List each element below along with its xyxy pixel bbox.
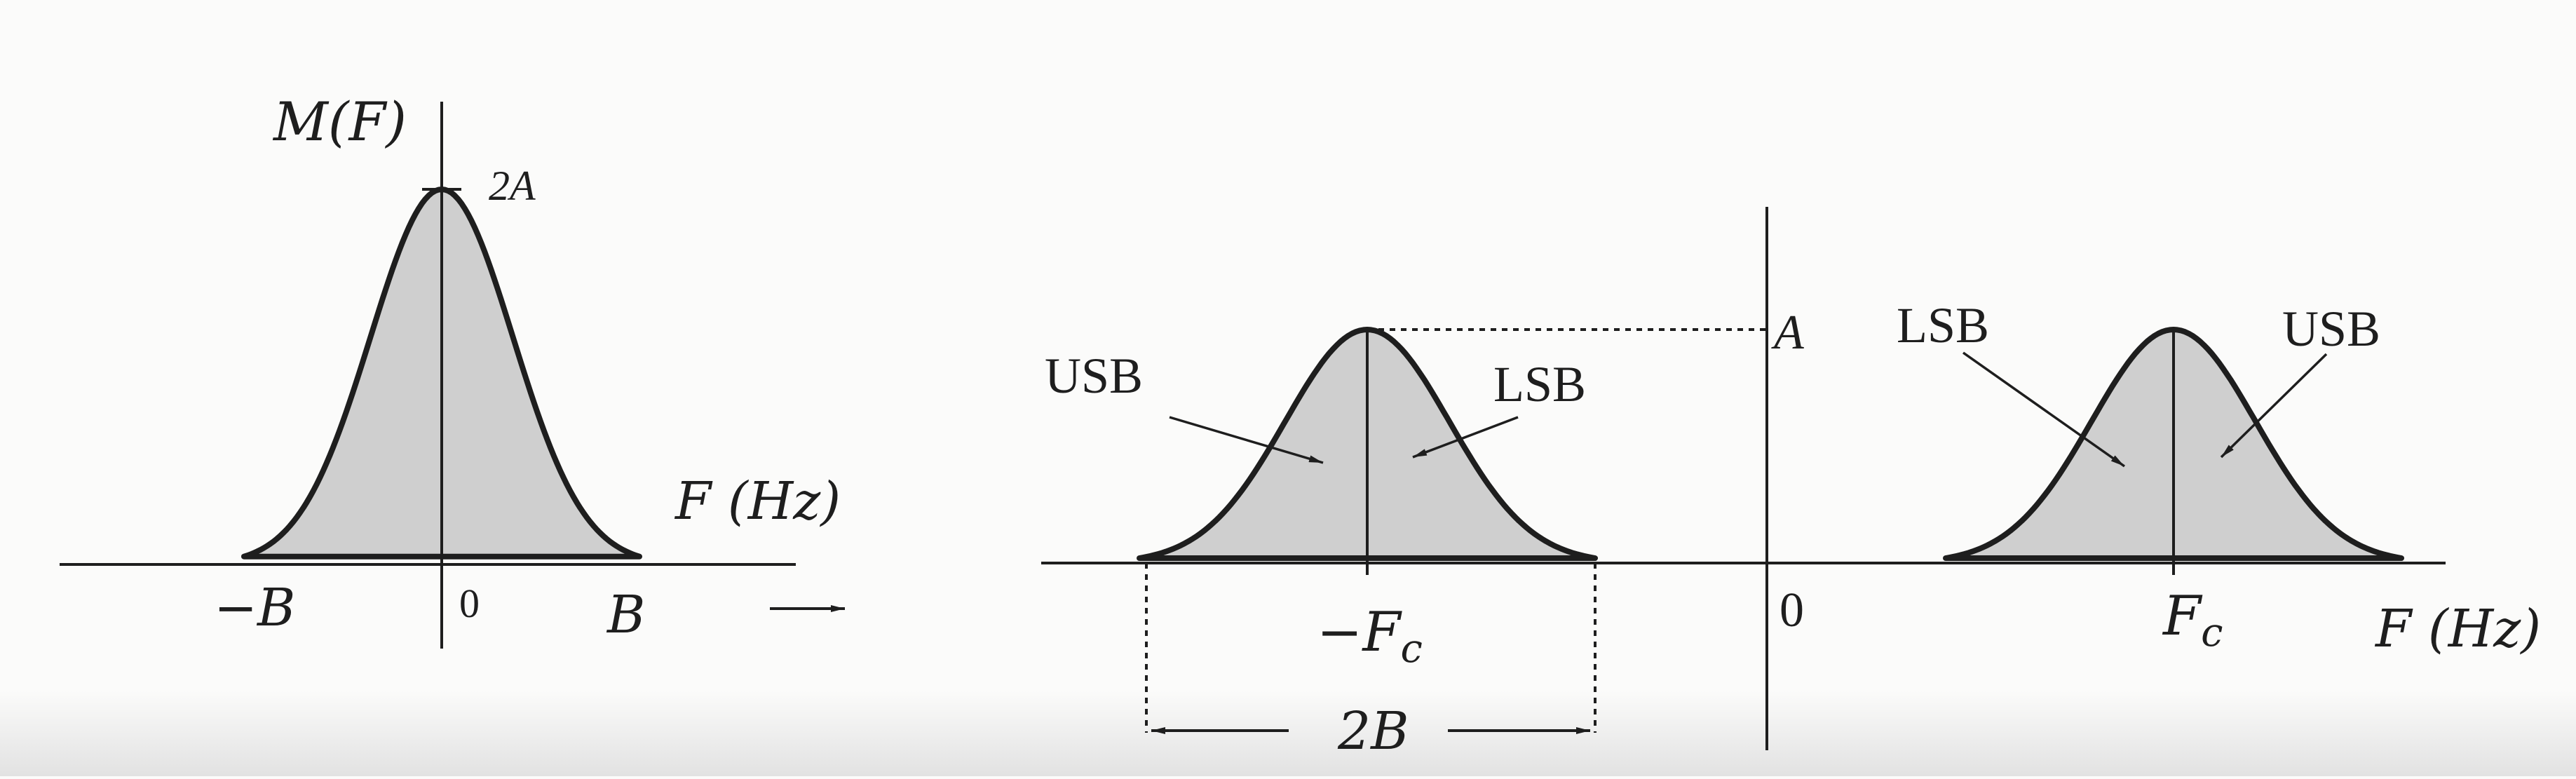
freq-axis-label: F (Hz): [674, 471, 841, 531]
neg-usb-arrow: [1169, 416, 1324, 464]
neg-carrier-label: −Fc: [1317, 601, 1423, 672]
peak-label: 2A: [489, 163, 536, 209]
pos-usb-arrow: [2220, 353, 2328, 459]
pos-carrier-label: Fc: [2162, 585, 2223, 656]
origin-label: 0: [1780, 583, 1804, 637]
modulated-spectrum-plot: A 0 −Fc USB LSB Fc LSB USB F (Hz) 2B: [1041, 207, 2541, 761]
pos-lsb-label: LSB: [1897, 297, 1989, 353]
pos-band-label: B: [606, 585, 645, 645]
origin-label: 0: [459, 581, 480, 626]
function-label: M(F): [272, 90, 407, 153]
footer-shadow: [0, 691, 2576, 776]
freq-axis-label: F (Hz): [2374, 599, 2541, 659]
message-spectrum-plot: M(F) 2A −B 0 B F (Hz): [60, 90, 845, 649]
neg-lsb-arrow: [1412, 416, 1519, 459]
neg-lsb-label: LSB: [1493, 356, 1586, 412]
peak-label: A: [1771, 306, 1804, 360]
pos-lsb-arrow: [1962, 351, 2126, 468]
neg-usb-label: USB: [1045, 348, 1143, 404]
neg-band-label: −B: [214, 578, 295, 638]
bandwidth-label: 2B: [1337, 701, 1409, 761]
pos-usb-label: USB: [2282, 301, 2380, 357]
